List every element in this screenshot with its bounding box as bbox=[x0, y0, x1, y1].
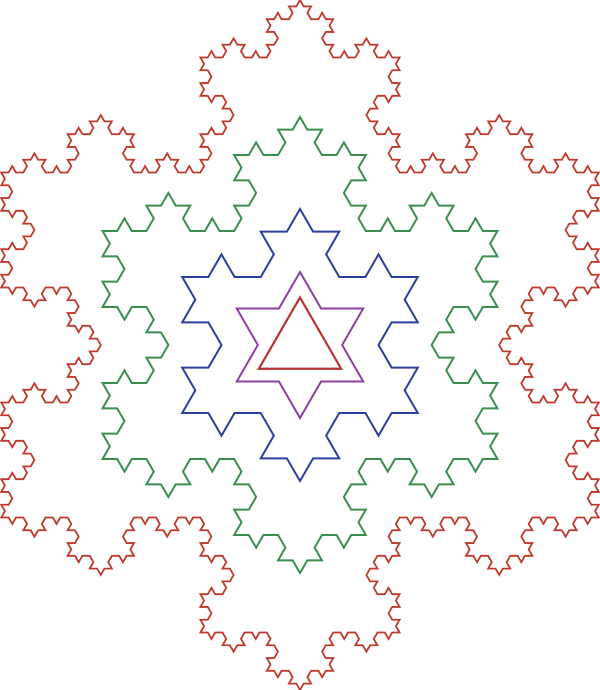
koch-iteration-2-curve bbox=[180, 207, 420, 483]
koch-iteration-3-curve bbox=[100, 114, 500, 576]
koch-iteration-1-curve bbox=[235, 269, 365, 421]
koch-iteration-0-curve bbox=[256, 295, 344, 370]
